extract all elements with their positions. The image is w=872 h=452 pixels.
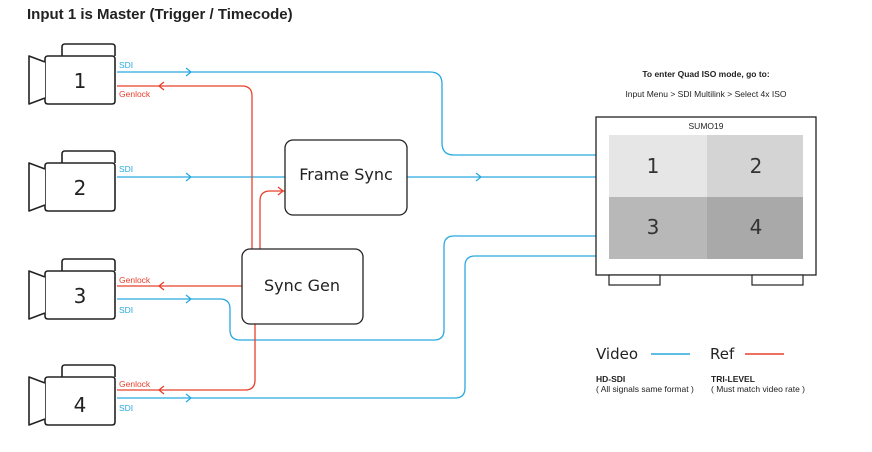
legend-ref-label: Ref	[710, 345, 735, 363]
ref-arrow-cam3	[157, 281, 165, 291]
video-arrow-cam1	[185, 67, 193, 77]
page-title: Input 1 is Master (Trigger / Timecode)	[27, 6, 293, 23]
quadrant-2	[707, 135, 803, 197]
video-arrow-cam4	[185, 393, 193, 403]
genlock-label-cam4: Genlock	[119, 379, 151, 389]
video-arrows	[185, 67, 483, 403]
video-wire-cam4	[117, 255, 596, 399]
genlock-label-cam3: Genlock	[119, 275, 151, 285]
camera-icon	[61, 258, 116, 271]
legend-ref-note: ( Must match video rate )	[711, 384, 805, 394]
ref-arrows	[157, 81, 285, 395]
legend-video-note: ( All signals same format )	[596, 384, 694, 394]
sdi-label-cam1: SDI	[119, 60, 133, 70]
ref-arrow-framesync	[277, 186, 285, 196]
monitor-name: SUMO19	[689, 121, 724, 131]
monitor	[595, 116, 817, 286]
genlock-label-cam1: Genlock	[119, 89, 151, 99]
camera-1-number: 1	[74, 69, 87, 93]
legend-video-type: HD-SDI	[596, 374, 625, 384]
camera-4-number: 4	[74, 393, 87, 417]
ref-wire-cam4	[117, 324, 256, 391]
instruction-path: Input Menu > SDI Multilink > Select 4x I…	[625, 89, 786, 99]
ref-wire-cam1	[117, 85, 253, 249]
camera-icon	[61, 150, 116, 163]
quadrant-1-number: 1	[647, 154, 660, 178]
sdi-label-cam4: SDI	[119, 403, 133, 413]
video-arrow-framesync	[475, 172, 483, 182]
camera-3-number: 3	[74, 284, 87, 308]
sync-gen-label: Sync Gen	[264, 276, 340, 295]
camera-3	[28, 258, 116, 320]
ref-arrow-cam1	[157, 81, 165, 91]
frame-sync-box	[284, 139, 408, 216]
camera-2-number: 2	[74, 176, 87, 200]
signal-labels: SDI Genlock SDI Genlock SDI Genlock SDI	[119, 60, 151, 413]
quadrant-4-number: 4	[750, 215, 763, 239]
quadrant-4	[707, 197, 803, 259]
video-arrow-cam2	[185, 172, 193, 182]
ref-arrow-cam4	[157, 385, 165, 395]
monitor-foot-right	[751, 274, 804, 286]
frame-sync-label: Frame Sync	[299, 165, 393, 184]
camera-4	[28, 364, 116, 426]
camera-icon	[61, 43, 116, 56]
quadrant-3	[609, 197, 707, 259]
sdi-label-cam2: SDI	[119, 164, 133, 174]
quadrant-2-number: 2	[750, 154, 763, 178]
instruction-title: To enter Quad ISO mode, go to:	[642, 69, 770, 79]
ref-wires	[117, 85, 285, 391]
video-arrow-cam3	[185, 294, 193, 304]
legend-video-label: Video	[596, 345, 638, 363]
camera-icon	[61, 364, 116, 377]
camera-2	[28, 150, 116, 212]
video-wires	[117, 71, 596, 399]
legend-ref-type: TRI-LEVEL	[711, 374, 755, 384]
monitor-foot-left	[608, 274, 661, 286]
sdi-label-cam3: SDI	[119, 305, 133, 315]
video-wire-cam3	[117, 235, 596, 341]
sync-gen-box	[241, 248, 364, 325]
quadrant-1	[609, 135, 707, 197]
legend: Video Ref HD-SDI ( All signals same form…	[596, 345, 805, 394]
ref-wire-framesync	[259, 190, 285, 249]
camera-1	[28, 43, 116, 105]
video-wire-cam1	[117, 71, 596, 156]
quadrant-3-number: 3	[647, 215, 660, 239]
